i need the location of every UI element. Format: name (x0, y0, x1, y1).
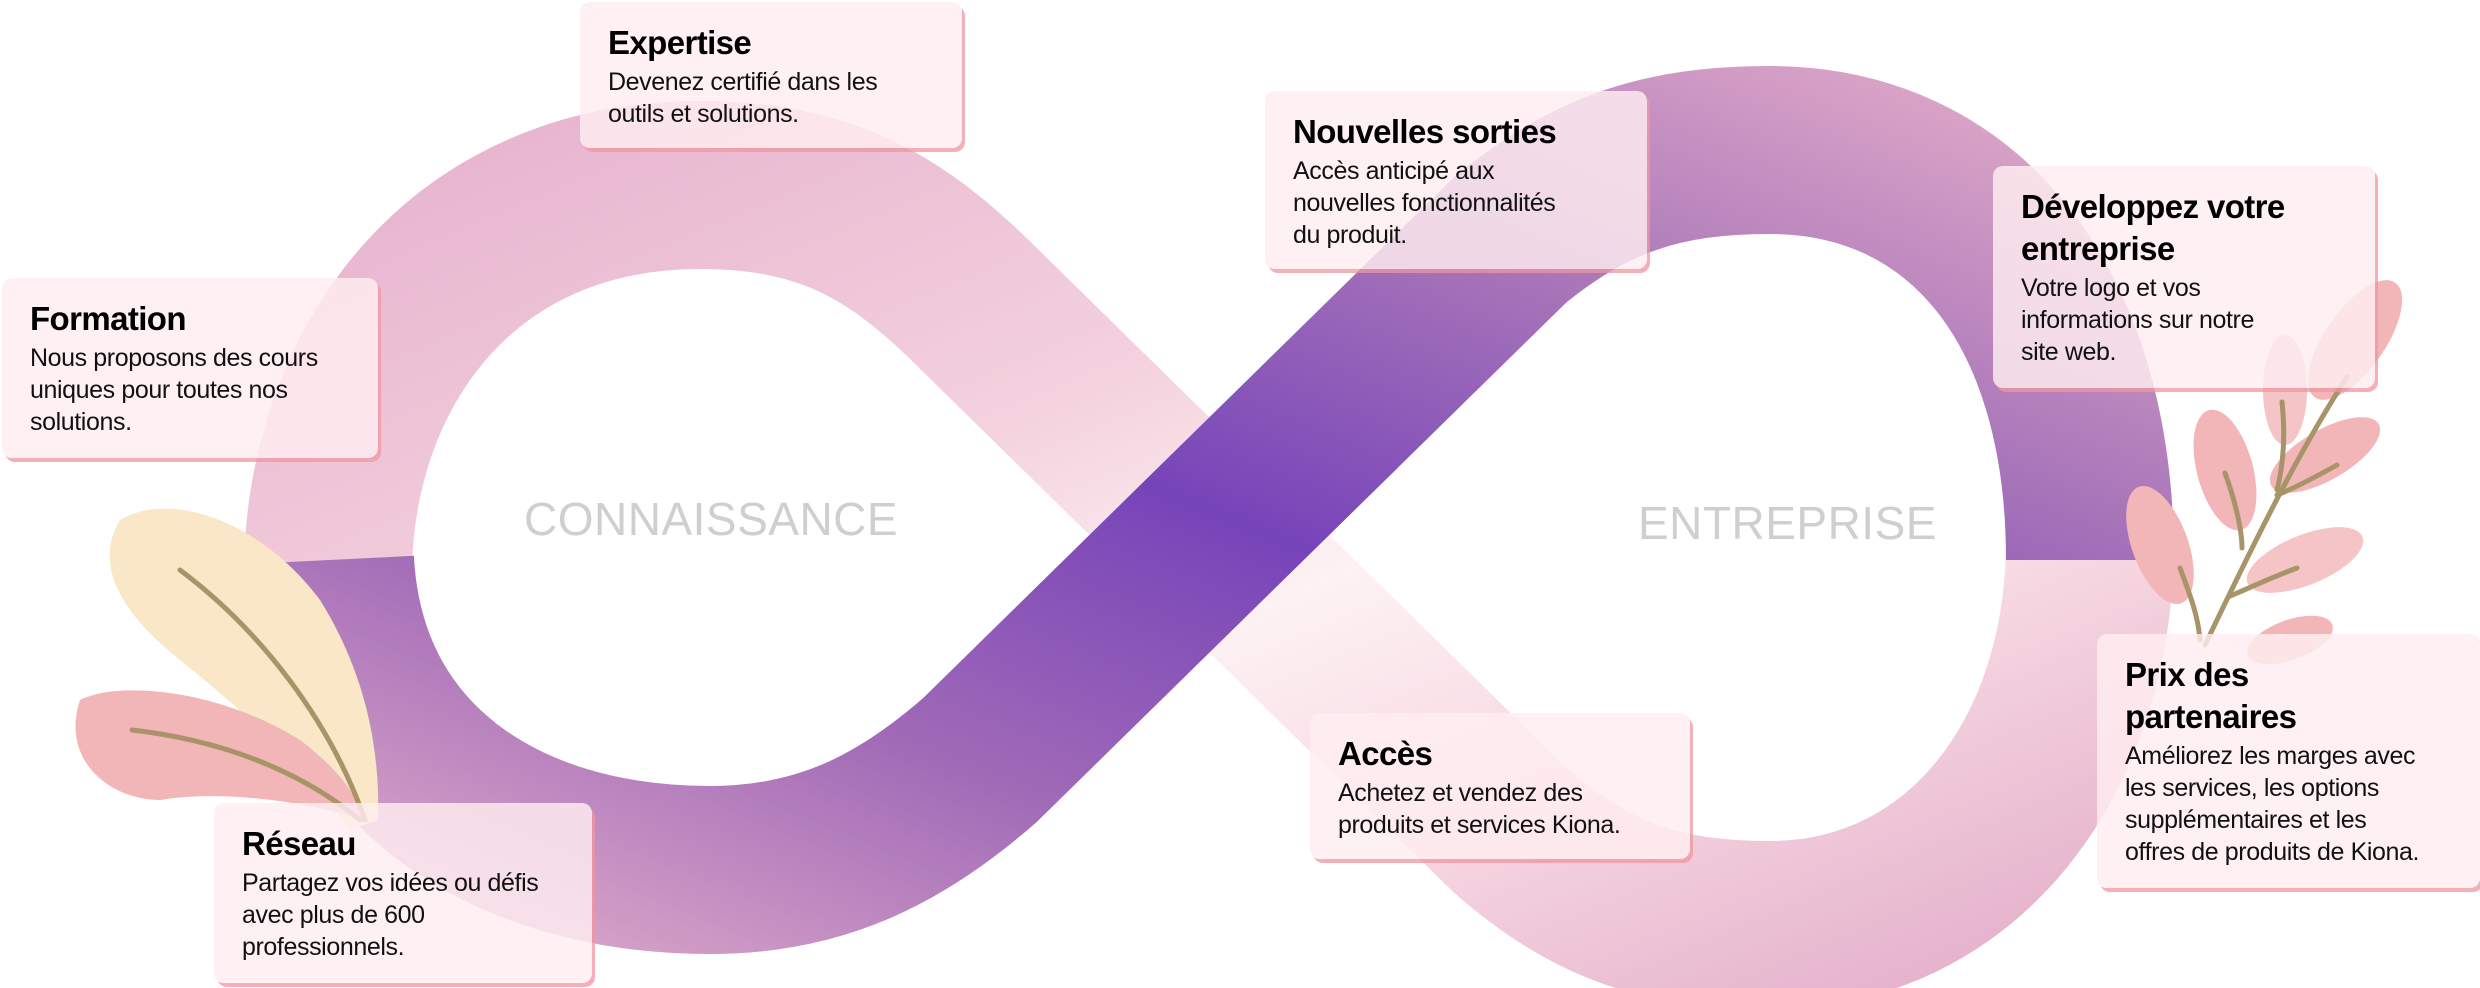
card-description: Partagez vos idées ou défis avec plus de… (242, 867, 564, 963)
card-title-line: Développez votre (2021, 188, 2285, 225)
card-line: Achetez et vendez des (1338, 779, 1583, 807)
card-line: site web. (2021, 338, 2117, 366)
card-title: Développez votre entreprise (2021, 186, 2347, 270)
hub-label-connaissance: CONNAISSANCE (524, 493, 899, 545)
card-line: supplémentaires et les (2125, 806, 2367, 834)
card-title: Expertise (608, 24, 752, 61)
card-line: Améliorez les marges avec (2125, 742, 2416, 770)
card-line: uniques pour toutes nos (30, 376, 288, 404)
card-line: du produit. (1293, 221, 1407, 249)
card-line: solutions. (30, 408, 132, 436)
card-prix-des-partenaires: Prix des partenaires Améliorez les marge… (2097, 634, 2480, 888)
card-line: Votre logo et vos (2021, 274, 2201, 302)
card-line: avec plus de 600 (242, 901, 425, 929)
card-title: Formation (30, 300, 187, 337)
card-title: Nouvelles sorties (1293, 113, 1557, 150)
card-description: Achetez et vendez des produits et servic… (1338, 777, 1662, 841)
card-expertise: Expertise Devenez certifié dans les outi… (580, 2, 962, 148)
card-developpez-votre-entreprise: Développez votre entreprise Votre logo e… (1993, 166, 2375, 388)
card-nouvelles-sorties: Nouvelles sorties Accès anticipé aux nou… (1265, 91, 1647, 269)
card-line: nouvelles fonctionnalités (1293, 189, 1556, 217)
card-line: professionnels. (242, 933, 405, 961)
card-description: Accès anticipé aux nouvelles fonctionnal… (1293, 155, 1619, 251)
card-line: les services, les options (2125, 774, 2380, 802)
card-title: Réseau (242, 825, 356, 862)
card-title: Prix des partenaires (2125, 654, 2452, 738)
card-title-line: partenaires (2125, 698, 2297, 735)
card-formation: Formation Nous proposons des cours uniqu… (2, 278, 378, 458)
left-leaves-icon (75, 508, 379, 830)
card-line: Devenez certifié dans les (608, 68, 878, 96)
card-description: Votre logo et vos informations sur notre… (2021, 272, 2347, 368)
right-branch-icon (2126, 280, 2403, 665)
card-title: Accès (1338, 735, 1433, 772)
hub-label-entreprise: ENTREPRISE (1638, 497, 1937, 549)
card-line: outils et solutions. (608, 100, 799, 128)
card-line: informations sur notre (2021, 306, 2254, 334)
card-description: Améliorez les marges avec les services, … (2125, 740, 2452, 868)
card-line: offres de produits de Kiona. (2125, 838, 2420, 866)
card-title-line: entreprise (2021, 230, 2175, 267)
card-description: Nous proposons des cours uniques pour to… (30, 342, 350, 438)
card-line: produits et services Kiona. (1338, 811, 1621, 839)
card-description: Devenez certifié dans les outils et solu… (608, 66, 934, 130)
card-reseau: Réseau Partagez vos idées ou défis avec … (214, 803, 592, 983)
card-line: Partagez vos idées ou défis (242, 869, 539, 897)
pink-band (244, 100, 2174, 988)
card-line: Accès anticipé aux (1293, 157, 1495, 185)
card-line: Nous proposons des cours (30, 344, 318, 372)
card-title-line: Prix des (2125, 656, 2249, 693)
card-acces: Accès Achetez et vendez des produits et … (1310, 713, 1690, 859)
